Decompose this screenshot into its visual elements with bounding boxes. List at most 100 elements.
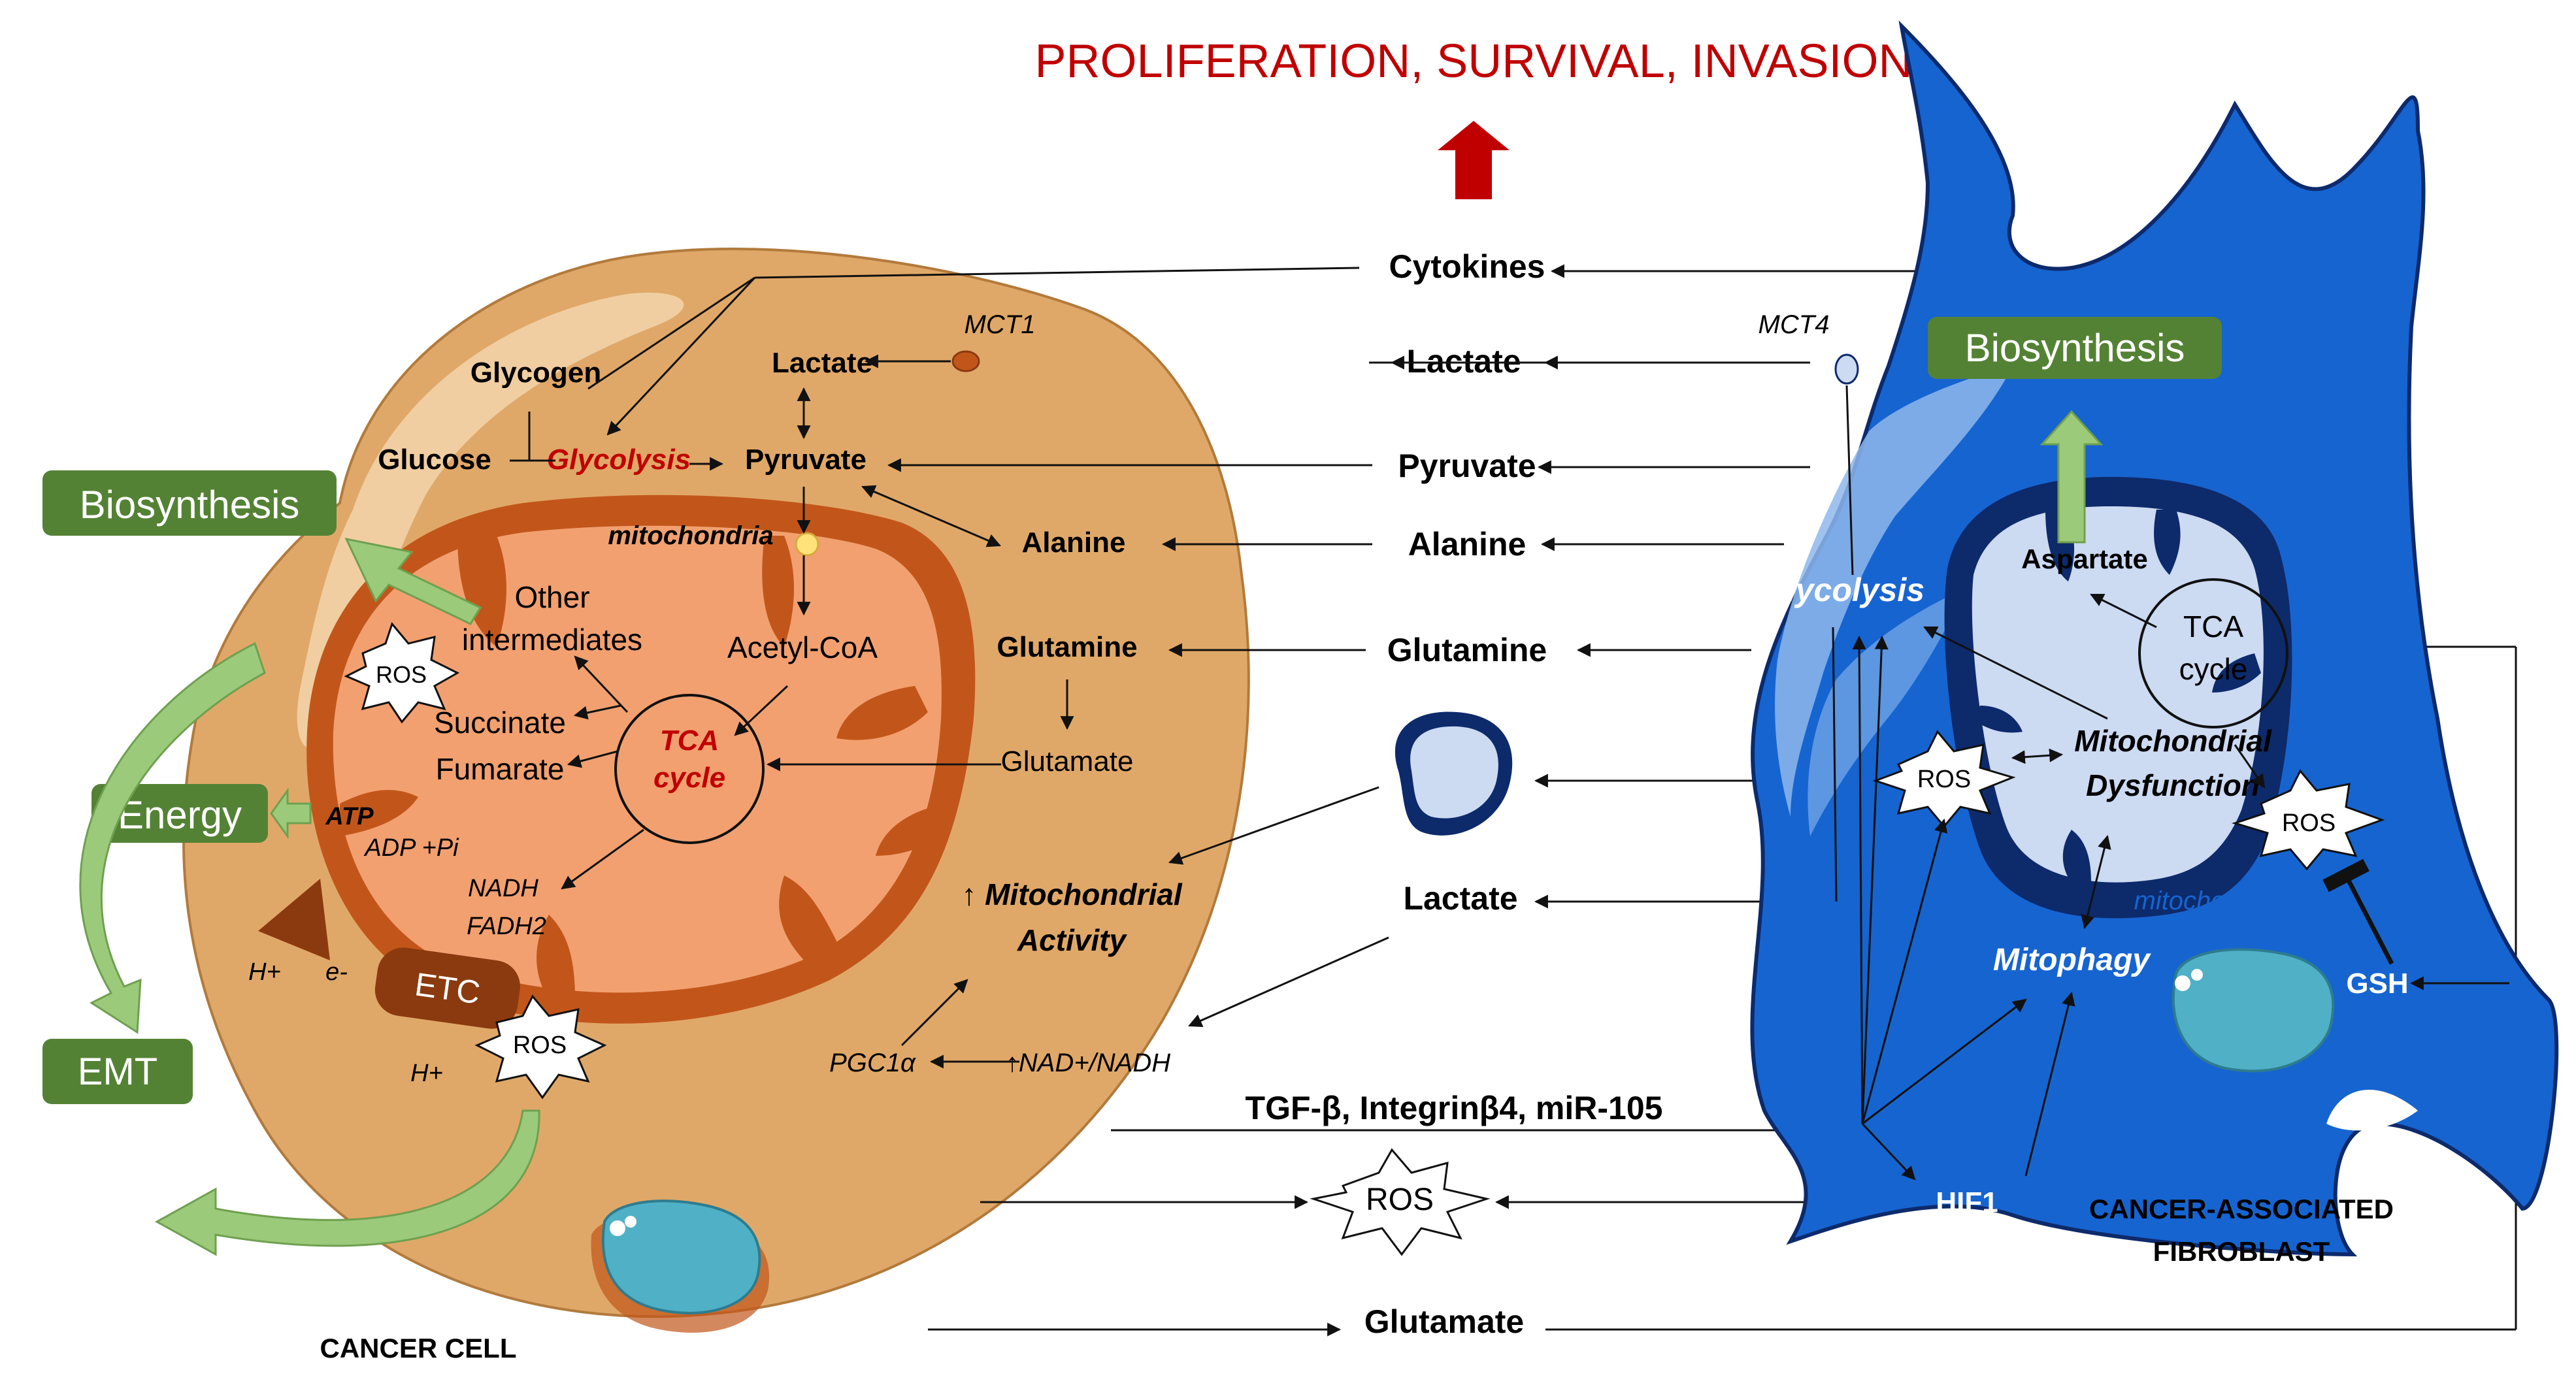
center-column: Cytokines Lactate Pyruvate Alanine Gluta… <box>1246 248 1663 1340</box>
fib-cristae-4 <box>1977 706 2023 733</box>
hif1-label: HIF1 <box>1936 1186 1998 1218</box>
fib-ros-right-burst <box>2232 769 2385 871</box>
mct4-transporter-icon <box>1834 353 1859 385</box>
center-pyruvate-label: Pyruvate <box>1398 448 1536 484</box>
cristae-5 <box>537 915 575 1000</box>
fib-vesicle <box>2171 948 2335 1073</box>
other-label: Other <box>514 580 589 614</box>
glycogen-label: Glycogen <box>471 357 602 389</box>
fib-ros-left-burst <box>1872 730 2016 828</box>
fib-mitochondria-label: mitochondria <box>2134 887 2283 915</box>
tgf-line-label: TGF-β, Integrinβ4, miR-105 <box>1246 1090 1663 1126</box>
cancer-arrows <box>510 267 1360 1069</box>
cancer-vesicle <box>601 1199 761 1314</box>
cancer-glutamate-label: Glutamate <box>1001 745 1134 777</box>
cancer-pyruvate-label: Pyruvate <box>745 444 867 476</box>
center-ros-label: ROS <box>1366 1183 1434 1217</box>
fib-tca-label-1: TCA <box>2183 610 2243 644</box>
fib-ros-right-label: ROS <box>2282 809 2336 837</box>
center-alanine-label: Alanine <box>1408 526 1527 563</box>
cristae-1 <box>457 536 506 647</box>
etc-label: ETC <box>412 966 482 1011</box>
fib-vesicle-bubble-1 <box>2175 975 2190 991</box>
cancer-biosynthesis-box <box>42 470 337 536</box>
center-lactate-top-label: Lactate <box>1406 343 1521 380</box>
fib-biosynthesis-up-arrow <box>2039 410 2104 544</box>
fibroblast-arrows <box>1832 385 2509 1181</box>
emt-bottom-curve-arrow <box>154 1109 540 1256</box>
cancer-mitochondrion-inner <box>333 525 942 993</box>
mct1-transporter-icon <box>951 350 980 372</box>
etc-complex <box>374 947 520 1029</box>
ros-lower-label: ROS <box>513 1032 567 1059</box>
fibroblast-bottom-notch <box>2326 1089 2418 1131</box>
h-plus-bottom-label: H+ <box>410 1060 443 1087</box>
atp-synthase-icon <box>258 879 330 960</box>
cancer-tca-label-1: TCA <box>660 725 719 757</box>
cancer-tca-circle <box>614 694 765 844</box>
mitophagy-label: Mitophagy <box>1993 943 2151 977</box>
mito-activity-label-1: ↑ Mitochondrial <box>961 877 1183 911</box>
mct4-label: MCT4 <box>1759 310 1830 339</box>
emt-curve-arrow <box>79 642 266 1034</box>
center-glutamate-label: Glutamate <box>1364 1303 1525 1340</box>
fib-tca-label-2: cycle <box>2179 652 2248 686</box>
adp-pi-label: ADP +Pi <box>363 834 459 862</box>
center-glutamine-label: Glutamine <box>1387 632 1547 668</box>
cancer-tca-label-2: cycle <box>653 762 725 794</box>
biosynthesis-up-arrow <box>344 537 482 625</box>
cancer-mitochondria-label: mitochondria <box>608 521 773 550</box>
fib-vesicle-bubble-2 <box>2191 969 2203 981</box>
cancer-glutamine-label: Glutamine <box>997 631 1137 663</box>
shed-mitochondrion-inner <box>1410 726 1498 819</box>
fibroblast-highlight <box>1775 366 2013 817</box>
vesicle-bubble-1 <box>610 1220 625 1236</box>
fib-label-2: FIBROBLAST <box>2153 1236 2330 1267</box>
center-lactate-bottom-label: Lactate <box>1403 880 1517 917</box>
center-ros-burst <box>1310 1148 1491 1256</box>
cancer-cell-label: CANCER CELL <box>320 1333 517 1363</box>
nadh-label: NADH <box>468 875 538 902</box>
cancer-glycolysis-label: Glycolysis <box>547 444 691 476</box>
fib-mitochondrion-inner <box>1972 506 2264 883</box>
ros-burst-lower <box>474 994 607 1100</box>
glucose-label: Glucose <box>378 444 491 476</box>
fib-ros-left-label: ROS <box>1917 766 1971 793</box>
proliferation-arrow <box>1438 121 1510 199</box>
fibroblast: TCA cycle Aspartate Mitochondrial Dysfun… <box>1750 20 2559 1267</box>
h-plus-left-label: H+ <box>248 958 281 986</box>
gsh-label: GSH <box>2346 968 2408 1000</box>
emt-box <box>42 1039 193 1104</box>
mct1-label: MCT1 <box>965 310 1036 339</box>
fib-glycolysis-label: Glycolysis <box>1761 572 1924 608</box>
energy-label: Energy <box>118 793 242 837</box>
cristae-2 <box>762 536 794 647</box>
dysfunction-label-1: Mitochondrial <box>2074 724 2272 758</box>
e-minus-label: e- <box>325 958 348 986</box>
ros-burst-upper <box>344 621 460 724</box>
intermediates-label: intermediates <box>462 623 642 657</box>
pgc1a-label: PGC1α <box>829 1049 916 1077</box>
aspartate-label: Aspartate <box>2021 544 2148 574</box>
nad-ratio-label: ↑NAD+/NADH <box>1006 1049 1170 1077</box>
cristae-4 <box>779 875 843 967</box>
emt-label: EMT <box>78 1051 157 1093</box>
cancer-cell: TCA cycle Glycogen Glucose Glycolysis La… <box>182 248 1250 1363</box>
atp-label: ATP <box>325 803 374 830</box>
vesicle-bubble-2 <box>625 1216 636 1228</box>
fib-label-1: CANCER-ASSOCIATED <box>2089 1194 2394 1224</box>
fadh2-label: FADH2 <box>467 913 546 940</box>
cancer-alanine-label: Alanine <box>1022 527 1126 559</box>
fib-cristae-2 <box>2154 510 2181 575</box>
cristae-6 <box>340 790 418 836</box>
fibroblast-highlight-2 <box>1808 588 1967 836</box>
mito-activity-label-2: Activity <box>1017 923 1128 957</box>
fib-biosynthesis-box <box>1928 317 2222 379</box>
cytokines-label: Cytokines <box>1389 248 1545 285</box>
mito-transporter-icon <box>795 532 819 557</box>
fumarate-label: Fumarate <box>436 752 565 786</box>
cristae-7 <box>876 804 948 856</box>
fib-tca-circle <box>2138 578 2288 728</box>
